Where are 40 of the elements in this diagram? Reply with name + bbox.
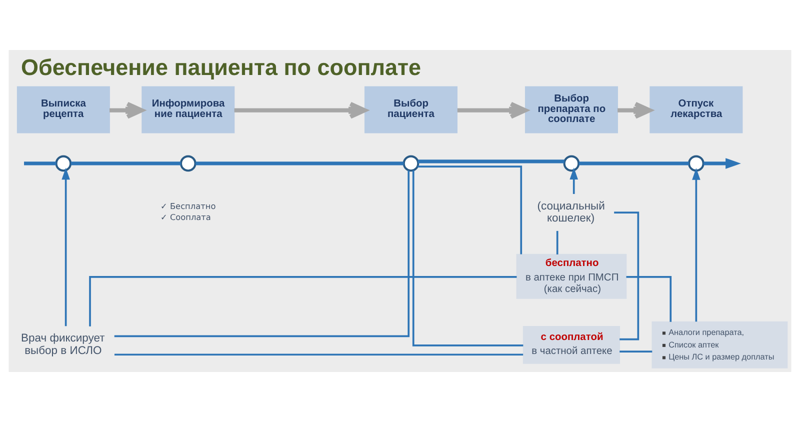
- node-box: Отпуск лекарства: [650, 86, 743, 133]
- connector: [196, 161, 404, 165]
- node-circle: [180, 154, 196, 172]
- connector: [412, 170, 524, 346]
- arrow: [704, 158, 741, 168]
- node-box: Выбор пациента: [364, 86, 458, 133]
- connector: [418, 159, 564, 163]
- connector: [418, 165, 522, 254]
- connector: [556, 230, 558, 254]
- connector: [24, 161, 56, 165]
- node-box: Выбор препарата по сооплате: [524, 86, 618, 133]
- node-box: Информирова ние пациента: [142, 86, 235, 133]
- arrow: [692, 168, 700, 322]
- arrow: [618, 101, 652, 118]
- node-label: ✓ Сооплата: [160, 212, 211, 222]
- connector: [578, 161, 689, 165]
- connector: [70, 161, 181, 165]
- node-circle: [688, 154, 704, 172]
- node-text: Врач фиксирует выбор в ИСЛО: [21, 332, 105, 356]
- node-box: Выписка рецепта: [16, 86, 110, 133]
- node-text: (социальный кошелек): [537, 200, 605, 224]
- connector: [626, 276, 672, 322]
- node-box: бесплатно в аптеке при ПМСП (как сейчас): [516, 253, 627, 298]
- node-box: Аналоги препарата, Список аптек Цены ЛС и размер доплаты: [652, 320, 788, 368]
- arrow: [234, 101, 367, 118]
- node-circle: [402, 154, 420, 172]
- arrow: [570, 167, 578, 194]
- node-label: ✓ Бесплатно: [160, 200, 216, 210]
- node-box: с сооплатой в частной аптеке: [522, 326, 620, 364]
- connector: [614, 211, 640, 340]
- arrow: [62, 167, 70, 326]
- connector: [114, 353, 524, 356]
- diagram-title: Обеспечение пациента по сооплате: [21, 54, 422, 80]
- arrow: [110, 101, 144, 118]
- node-circle: [55, 154, 72, 172]
- connector: [89, 276, 517, 326]
- connector: [620, 350, 652, 352]
- connector: [114, 170, 410, 337]
- node-circle: [563, 154, 580, 172]
- arrow: [457, 101, 528, 118]
